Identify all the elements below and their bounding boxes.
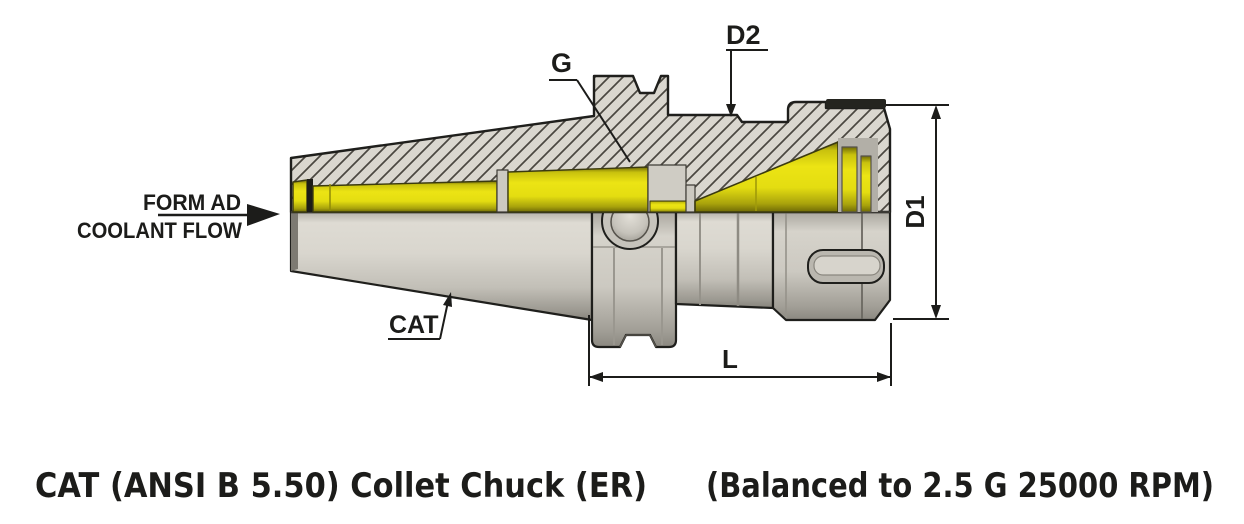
taper-leader-cat [388, 292, 452, 340]
taper-shank-surface [289, 210, 594, 322]
coolant-gap-2 [685, 184, 696, 213]
coolant-label-line1: FORM AD [143, 190, 241, 215]
flange-dim-label: D2 [726, 20, 761, 50]
dimension-annotations [158, 49, 949, 386]
coolant-band-1 [312, 180, 498, 213]
nut-spanner-slot-floor [813, 255, 881, 276]
dimension-d1 [886, 104, 949, 320]
coolant-label-line2: COOLANT FLOW [77, 218, 242, 243]
flange-groove-walls [619, 334, 657, 348]
thread-leader-g [549, 79, 631, 163]
caption-left: CAT (ANSI B 5.50) Collet Chuck (ER) [35, 466, 647, 506]
coolant-divider-dark [307, 179, 313, 212]
coolant-strip-under-spacer [649, 200, 687, 213]
caption-right: (Balanced to 2.5 G 25000 RPM) [706, 466, 1214, 506]
taper-label: CAT [389, 311, 439, 339]
dimension-l [588, 315, 892, 386]
length-dim-label: L [722, 344, 738, 374]
coolant-left-cap [292, 179, 308, 213]
coolant-channel [292, 138, 878, 213]
dimension-d2 [726, 49, 768, 117]
coolant-band-2 [507, 166, 649, 213]
coolant-flow-arrow [158, 204, 280, 226]
nut-seal-band [826, 99, 886, 108]
external-lower-half [289, 192, 892, 349]
collet-ring-1 [841, 146, 858, 213]
coolant-gap-1 [496, 169, 509, 213]
thread-label: G [551, 48, 572, 78]
collet-ring-2 [860, 155, 872, 213]
body-cylinder [674, 210, 775, 310]
nut-dim-label: D1 [900, 195, 930, 228]
taper-small-end-shade [291, 212, 298, 271]
